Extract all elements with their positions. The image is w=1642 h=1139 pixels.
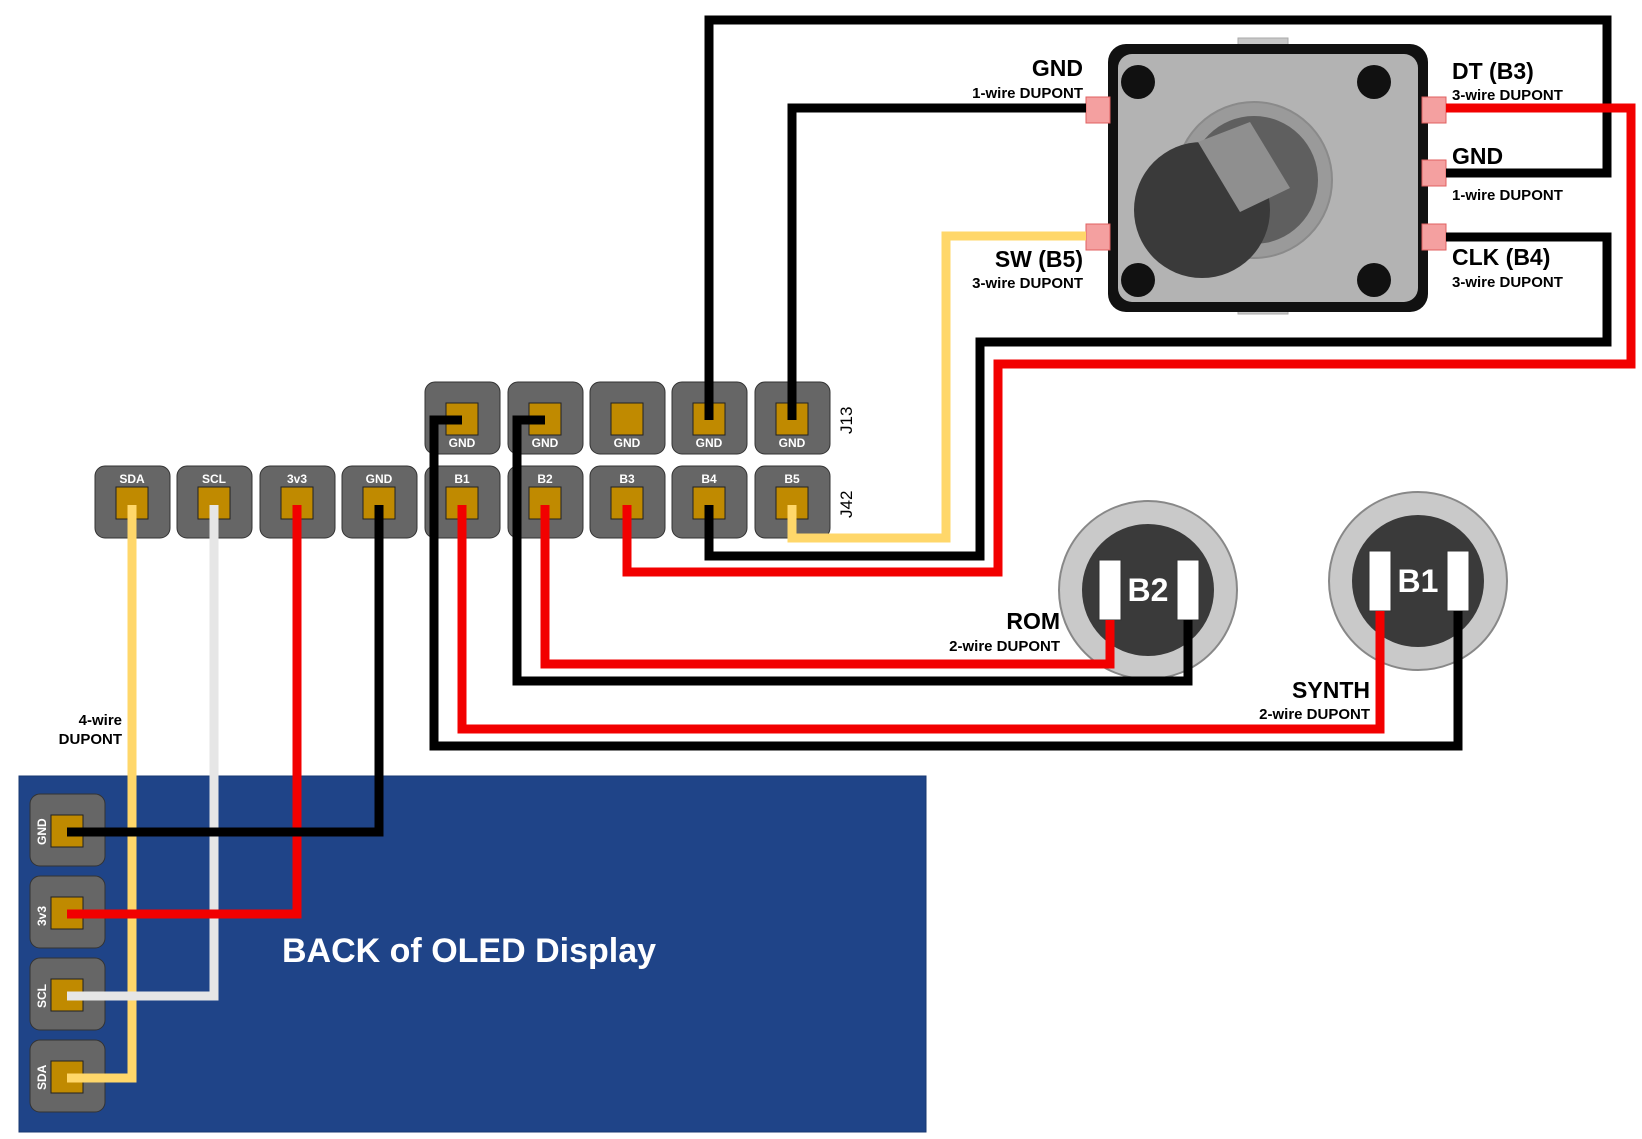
- j13-pin-2-label: GND: [532, 436, 559, 450]
- oled-pin-gnd-label: GND: [35, 818, 49, 845]
- encoder-gnd-left-name: GND: [1032, 55, 1083, 81]
- j42-pin-b1-label: B1: [454, 472, 470, 486]
- button-b2: B2: [1058, 500, 1238, 680]
- wire-encoder-clk: [704, 232, 1612, 561]
- j13-pin-4-label: GND: [696, 436, 723, 450]
- button-b1-label: B1: [1398, 563, 1439, 599]
- j42-pin-b5: B5: [754, 465, 831, 539]
- wire-b2-signal: [540, 505, 1115, 669]
- wire-b1-signal: [457, 505, 1385, 734]
- header-j42: SDA SCL 3v3 GND B1 B2 B3 B4 B5 J42: [94, 465, 856, 539]
- wire-b1-gnd: [429, 415, 1463, 751]
- j42-pin-b4: B4: [671, 465, 748, 539]
- j42-pin-3v3-label: 3v3: [287, 472, 307, 486]
- wire-scl: [67, 505, 219, 1001]
- wire-encoder-gnd-right: [704, 15, 1612, 420]
- wire-encoder-dt: [622, 103, 1636, 577]
- wire-sda: [67, 505, 137, 1083]
- j42-pin-scl: SCL: [176, 465, 253, 539]
- oled-wire-label-line1: 4-wire: [79, 712, 122, 729]
- encoder-sw-wire: 3-wire DUPONT: [972, 275, 1083, 292]
- j42-pin-b5-label: B5: [784, 472, 800, 486]
- wire-b2-gnd: [512, 415, 1193, 686]
- j42-pin-b3-label: B3: [619, 472, 635, 486]
- j42-pin-b3: B3: [589, 465, 666, 539]
- push-button-icon: B2 B1: [1058, 491, 1508, 680]
- oled-label: BACK of OLED Display: [282, 932, 656, 970]
- encoder-gnd-right-wire: 1-wire DUPONT: [1452, 187, 1563, 204]
- j13-pin-3-label: GND: [614, 436, 641, 450]
- wire-encoder-sw: [787, 231, 1086, 543]
- button-b1-wire: 2-wire DUPONT: [1259, 706, 1370, 723]
- button-b1: B1: [1328, 491, 1508, 671]
- oled-pin-sda-label: SDA: [35, 1064, 49, 1090]
- j42-pin-b4-label: B4: [701, 472, 717, 486]
- oled-wire-label-line2: DUPONT: [59, 731, 122, 748]
- encoder-sw-name: SW (B5): [995, 246, 1083, 272]
- j13-label: J13: [837, 407, 856, 434]
- labels: 4-wire DUPONT GND 1-wire DUPONT SW (B5) …: [59, 55, 1563, 748]
- wire-gnd-oled: [67, 505, 384, 837]
- button-b2-wire: 2-wire DUPONT: [949, 638, 1060, 655]
- j42-pin-sda-label: SDA: [119, 472, 145, 486]
- j13-pin-1-label: GND: [449, 436, 476, 450]
- rotary-encoder-icon: [1085, 37, 1447, 315]
- j42-pin-3v3: 3v3: [259, 465, 336, 539]
- j42-pin-gnd-label: GND: [366, 472, 393, 486]
- button-b2-label: B2: [1128, 572, 1169, 608]
- j42-pin-b1: B1: [424, 465, 501, 539]
- j42-pin-b2-label: B2: [537, 472, 553, 486]
- encoder-gnd-left-wire: 1-wire DUPONT: [972, 85, 1083, 102]
- button-b1-name: SYNTH: [1292, 677, 1370, 703]
- encoder-gnd-right-name: GND: [1452, 143, 1503, 169]
- j42-label: J42: [837, 491, 856, 518]
- encoder-clk-wire: 3-wire DUPONT: [1452, 274, 1563, 291]
- encoder-dt-wire: 3-wire DUPONT: [1452, 87, 1563, 104]
- j13-pin-2: GND: [507, 381, 584, 455]
- wire-3v3: [67, 505, 302, 919]
- wire-encoder-gnd-left: [787, 103, 1086, 420]
- oled-pin-scl-label: SCL: [35, 984, 49, 1008]
- encoder-clk-name: CLK (B4): [1452, 244, 1550, 270]
- j13-pin-5-label: GND: [779, 436, 806, 450]
- j13-pin-3: GND: [589, 381, 666, 455]
- button-b2-name: ROM: [1006, 608, 1060, 634]
- oled-pin-3v3-label: 3v3: [35, 906, 49, 926]
- j42-pin-gnd: GND: [341, 465, 418, 539]
- wires: [67, 15, 1636, 1083]
- encoder-dt-name: DT (B3): [1452, 58, 1534, 84]
- j42-pin-scl-label: SCL: [202, 472, 226, 486]
